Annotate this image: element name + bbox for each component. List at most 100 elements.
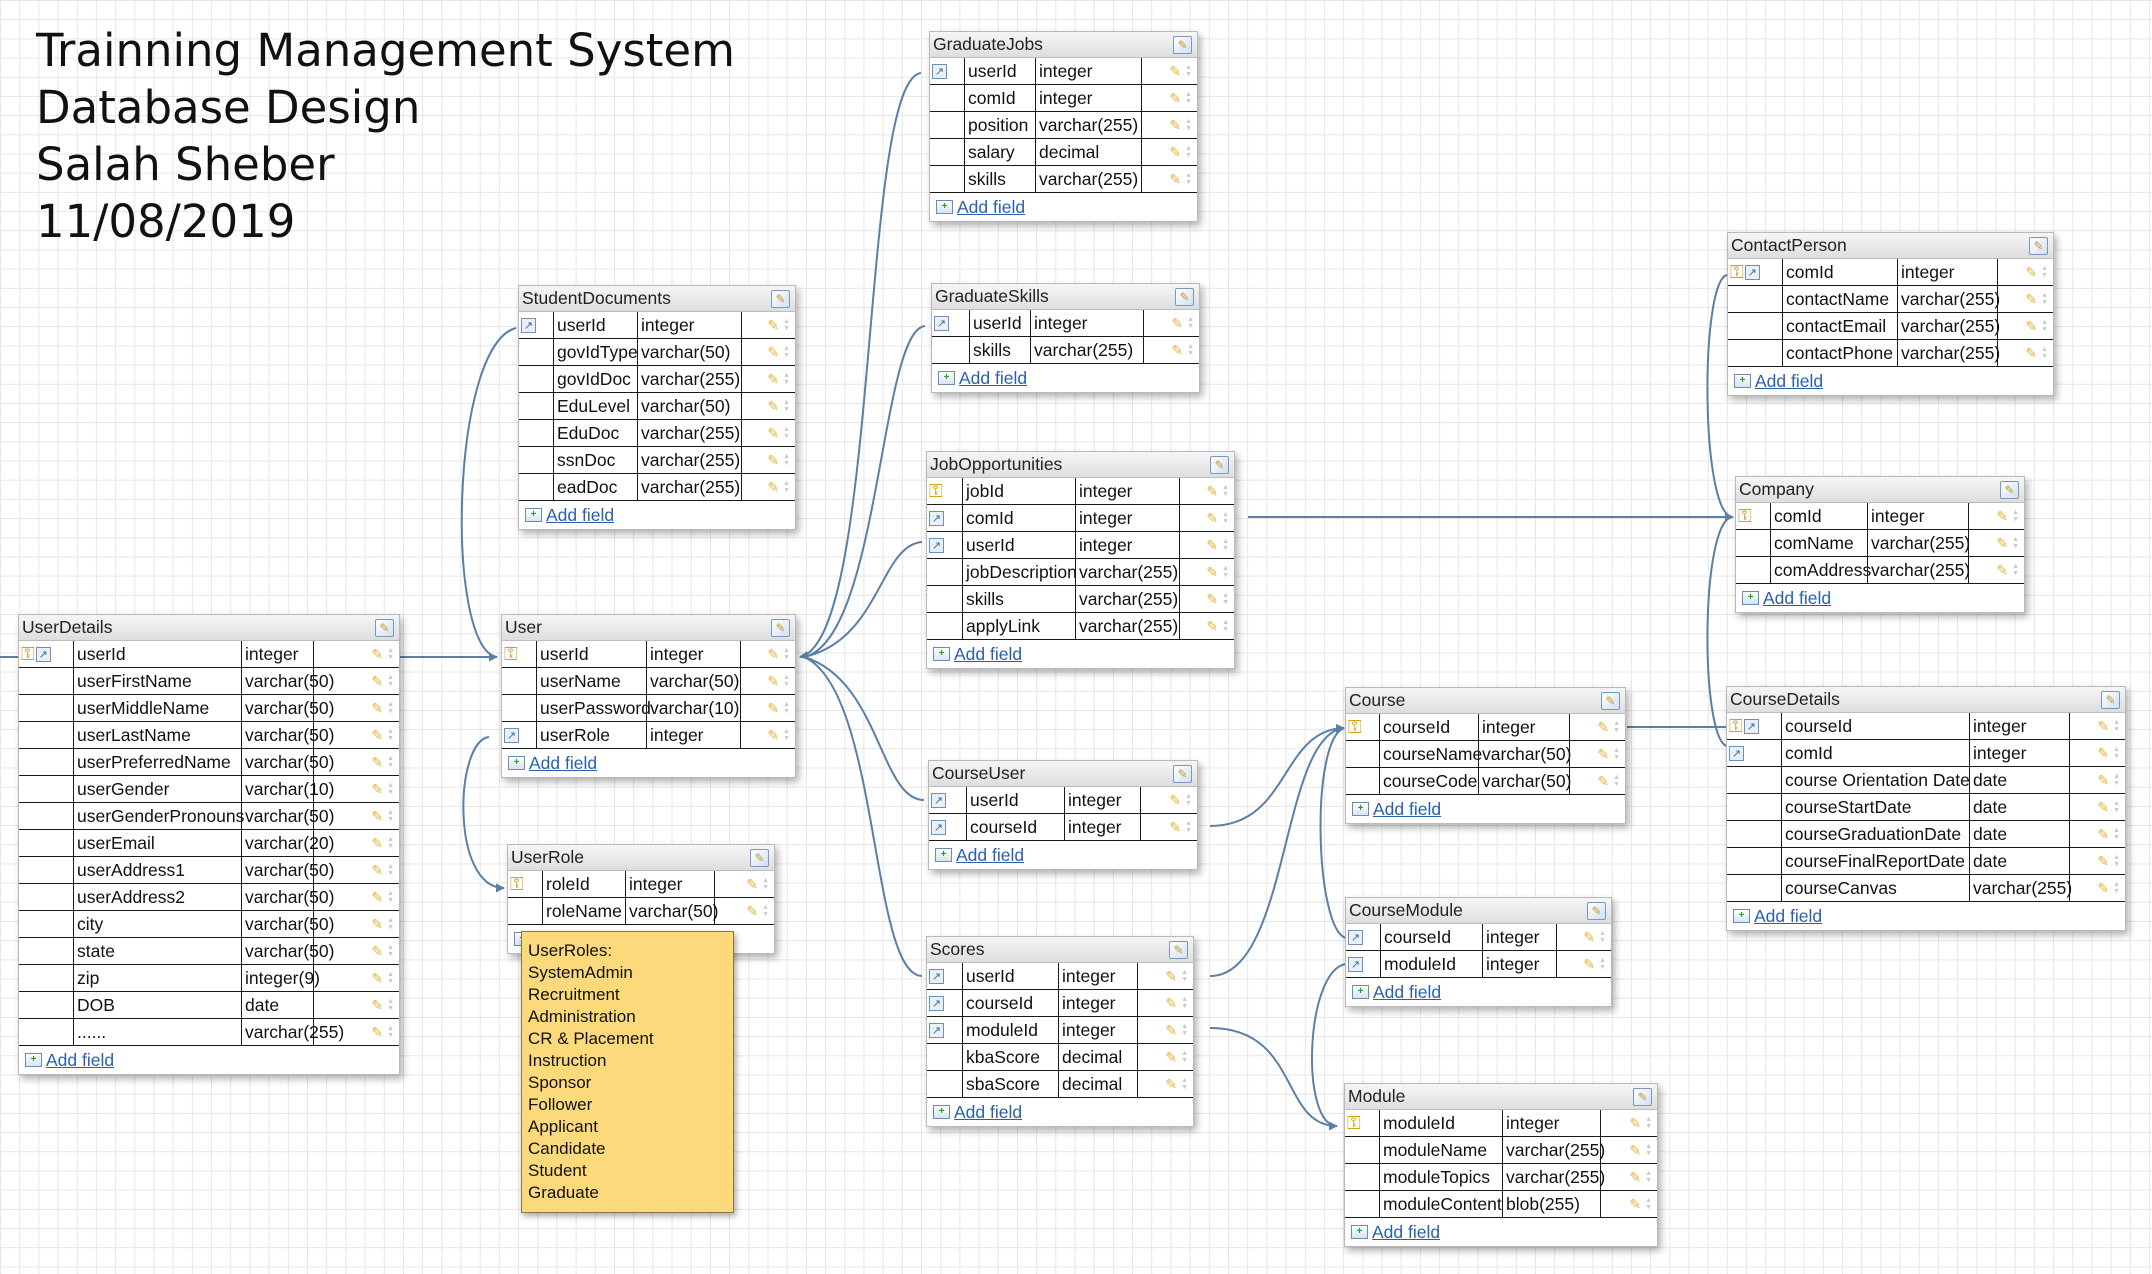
pencil-icon[interactable]: ✎ xyxy=(1169,171,1182,187)
pencil-icon[interactable]: ✎ xyxy=(371,781,384,797)
sort-handle-icon[interactable]: ▲▼ xyxy=(1187,343,1194,357)
field-type[interactable]: integer xyxy=(1064,787,1141,813)
sort-handle-icon[interactable]: ▲▼ xyxy=(1222,484,1229,498)
field-type[interactable]: varchar(255) xyxy=(1075,559,1180,585)
pencil-icon[interactable]: ✎ xyxy=(1597,773,1610,789)
field-type[interactable]: integer xyxy=(1502,1110,1601,1136)
field-type[interactable]: varchar(50) xyxy=(637,339,742,365)
field-name[interactable]: state xyxy=(73,938,241,964)
sort-handle-icon[interactable]: ▲▼ xyxy=(762,877,769,891)
add-field-link[interactable]: Add field xyxy=(959,368,1028,388)
field-name[interactable]: userMiddleName xyxy=(73,695,241,721)
field-row[interactable]: ......varchar(255)✎▲▼ xyxy=(19,1019,399,1046)
add-field-link[interactable]: Add field xyxy=(46,1050,115,1070)
edit-icon[interactable]: ✎ xyxy=(1173,765,1192,783)
pencil-icon[interactable]: ✎ xyxy=(1206,537,1219,553)
pencil-icon[interactable]: ✎ xyxy=(2025,291,2038,307)
sort-handle-icon[interactable]: ▲▼ xyxy=(387,674,394,688)
pencil-icon[interactable]: ✎ xyxy=(767,700,780,716)
field-name[interactable]: EduLevel xyxy=(553,393,637,419)
sort-handle-icon[interactable]: ▲▼ xyxy=(387,998,394,1012)
field-type[interactable]: varchar(50) xyxy=(241,668,334,694)
field-type[interactable]: integer xyxy=(1478,714,1570,740)
pencil-icon[interactable]: ✎ xyxy=(1597,719,1610,735)
sort-handle-icon[interactable]: ▲▼ xyxy=(783,480,790,494)
field-type[interactable]: varchar(255) xyxy=(1035,166,1142,192)
sort-handle-icon[interactable]: ▲▼ xyxy=(1187,316,1194,330)
pencil-icon[interactable]: ✎ xyxy=(1597,746,1610,762)
field-type[interactable]: decimal xyxy=(1058,1071,1138,1097)
add-field-link[interactable]: Add field xyxy=(1373,982,1442,1002)
sort-handle-icon[interactable]: ▲▼ xyxy=(387,971,394,985)
pencil-icon[interactable]: ✎ xyxy=(1629,1196,1642,1212)
field-name[interactable]: comId xyxy=(1781,740,1969,766)
add-field-link[interactable]: Add field xyxy=(1372,1222,1441,1242)
sort-handle-icon[interactable]: ▲▼ xyxy=(1181,996,1188,1010)
sort-handle-icon[interactable]: ▲▼ xyxy=(1185,118,1192,132)
field-type[interactable]: varchar(255) xyxy=(1075,586,1180,612)
pencil-icon[interactable]: ✎ xyxy=(1169,117,1182,133)
field-type[interactable]: integer xyxy=(1035,85,1142,111)
field-name[interactable]: course Orientation Date xyxy=(1781,767,1970,793)
field-type[interactable]: varchar(20) xyxy=(241,830,334,856)
field-name[interactable]: comId xyxy=(1770,503,1867,529)
sort-handle-icon[interactable]: ▲▼ xyxy=(1599,957,1606,971)
sort-handle-icon[interactable]: ▲▼ xyxy=(1222,538,1229,552)
field-type[interactable]: varchar(50) xyxy=(241,803,334,829)
field-type[interactable]: integer xyxy=(1969,740,2070,766)
sort-handle-icon[interactable]: ▲▼ xyxy=(1645,1116,1652,1130)
field-type[interactable]: varchar(255) xyxy=(1502,1137,1605,1163)
pencil-icon[interactable]: ✎ xyxy=(2097,826,2110,842)
pencil-icon[interactable]: ✎ xyxy=(1206,618,1219,634)
pencil-icon[interactable]: ✎ xyxy=(1629,1115,1642,1131)
field-name[interactable]: moduleId xyxy=(1380,951,1482,977)
edit-icon[interactable]: ✎ xyxy=(750,849,769,867)
pencil-icon[interactable]: ✎ xyxy=(1165,1076,1178,1092)
sort-handle-icon[interactable]: ▲▼ xyxy=(762,904,769,918)
field-name[interactable]: sbaScore xyxy=(962,1071,1058,1097)
pencil-icon[interactable]: ✎ xyxy=(2097,799,2110,815)
sort-handle-icon[interactable]: ▲▼ xyxy=(2113,800,2120,814)
edit-icon[interactable]: ✎ xyxy=(771,619,790,637)
field-type[interactable]: integer xyxy=(1058,963,1138,989)
sort-handle-icon[interactable]: ▲▼ xyxy=(387,701,394,715)
field-name[interactable]: userName xyxy=(536,668,646,694)
sort-handle-icon[interactable]: ▲▼ xyxy=(1181,969,1188,983)
add-field-link[interactable]: Add field xyxy=(1763,588,1832,608)
pencil-icon[interactable]: ✎ xyxy=(767,317,780,333)
field-name[interactable]: userPreferredName xyxy=(73,749,241,775)
field-name[interactable]: userId xyxy=(969,310,1030,336)
field-type[interactable]: varchar(255) xyxy=(637,447,742,473)
sort-handle-icon[interactable]: ▲▼ xyxy=(1613,774,1620,788)
field-name[interactable]: skills xyxy=(962,586,1075,612)
field-name[interactable]: DOB xyxy=(73,992,241,1018)
field-type[interactable]: varchar(50) xyxy=(625,898,718,924)
field-name[interactable]: comId xyxy=(964,85,1035,111)
field-name[interactable]: govIdType xyxy=(553,339,638,365)
field-name[interactable]: courseCode xyxy=(1379,768,1478,794)
edit-icon[interactable]: ✎ xyxy=(1601,692,1620,710)
field-name[interactable]: kbaScore xyxy=(962,1044,1058,1070)
field-type[interactable]: varchar(50) xyxy=(241,695,334,721)
